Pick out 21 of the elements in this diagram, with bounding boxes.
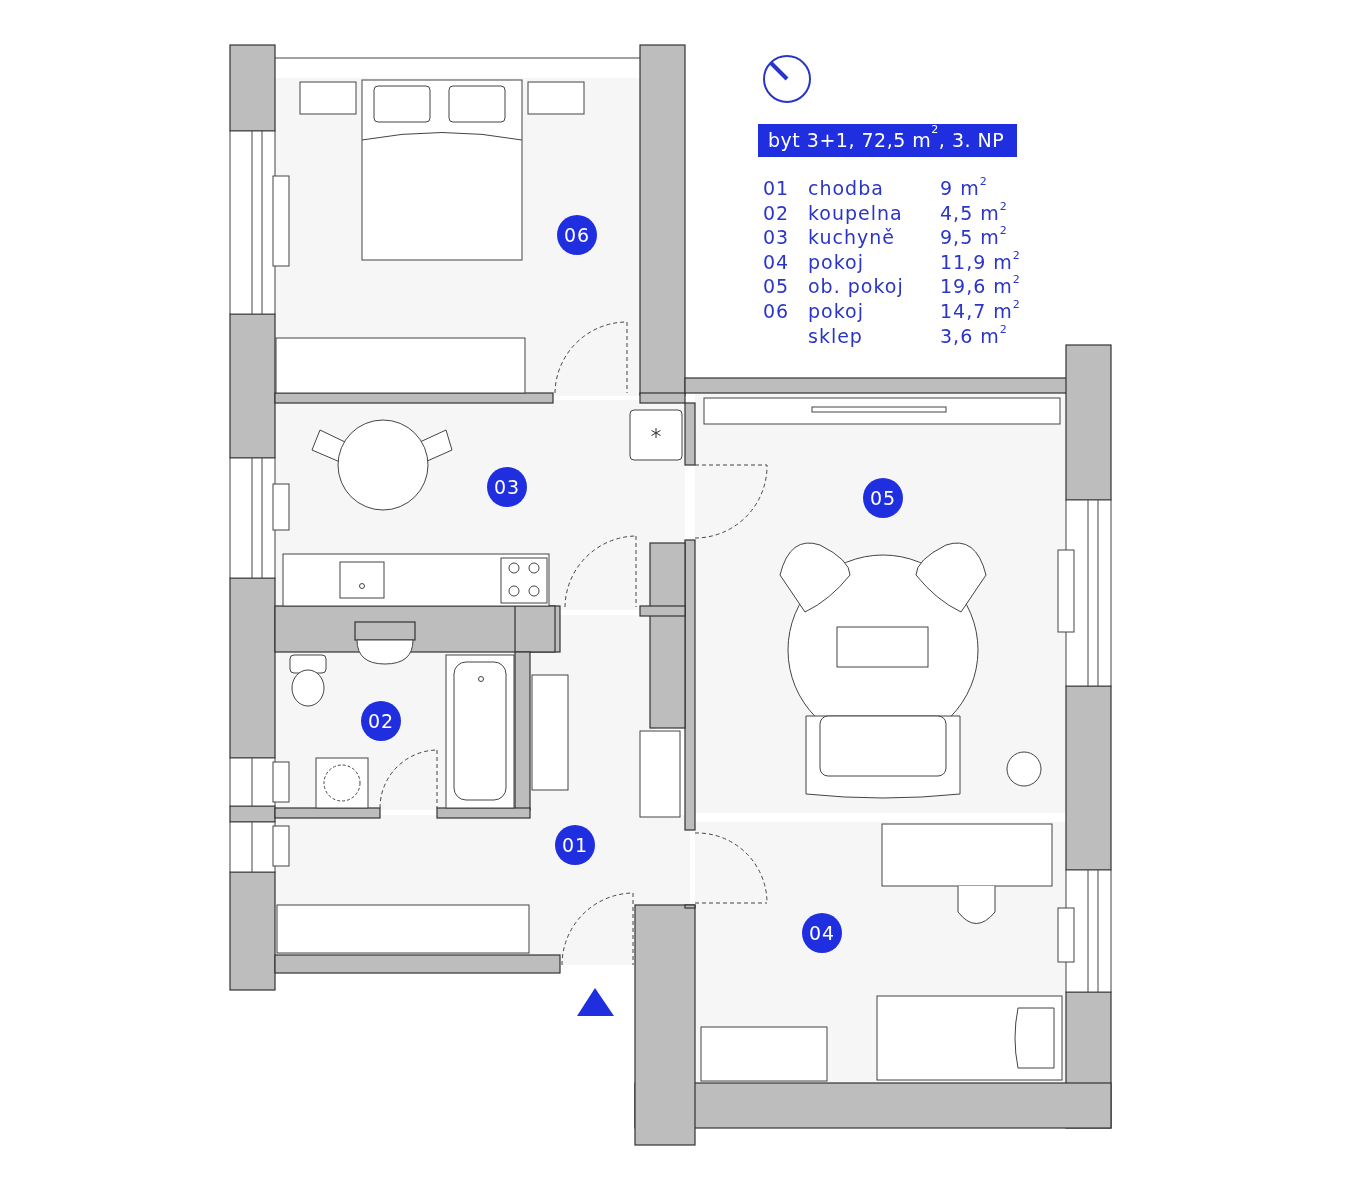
room-name: pokoj [808,249,864,274]
room-name: koupelna [808,200,903,225]
room-name: sklep [808,323,863,348]
room-number: 02 [763,200,790,225]
title-banner: byt 3+1, 72,5 m$^{2}$, 3. NP [758,124,1017,157]
room-area: 9 m$^{2}$ [940,176,988,200]
room-name: kuchyně [808,225,895,250]
room-area: 11,9 m$^{2}$ [940,249,1021,274]
room-number: 06 [763,299,790,323]
room-area: 19,6 m$^{2}$ [940,274,1021,299]
room-name: ob. pokoj [808,274,904,299]
room-area: 14,7 m$^{2}$ [940,299,1021,323]
room-number: 01 [763,176,790,200]
room-number: 04 [763,249,790,274]
room-name: chodba [808,176,884,200]
room-area: 9,5 m$^{2}$ [940,225,1008,250]
room-area: 3,6 m$^{2}$ [940,323,1008,348]
room-name: pokoj [808,299,864,323]
room-number: 03 [763,225,790,250]
room-number: 05 [763,274,790,299]
room-area: 4,5 m$^{2}$ [940,200,1008,225]
